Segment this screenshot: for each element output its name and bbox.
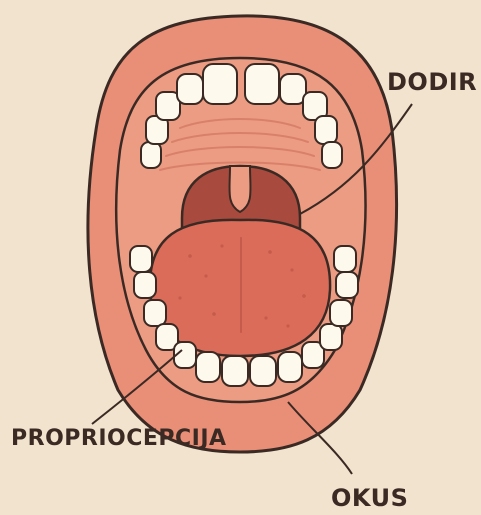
uvula xyxy=(229,166,250,212)
label-okus: OKUS xyxy=(331,484,408,512)
label-propriocepcija: PROPRIOCEPCIJA xyxy=(11,426,227,451)
label-dodir: DODIR xyxy=(387,68,477,96)
